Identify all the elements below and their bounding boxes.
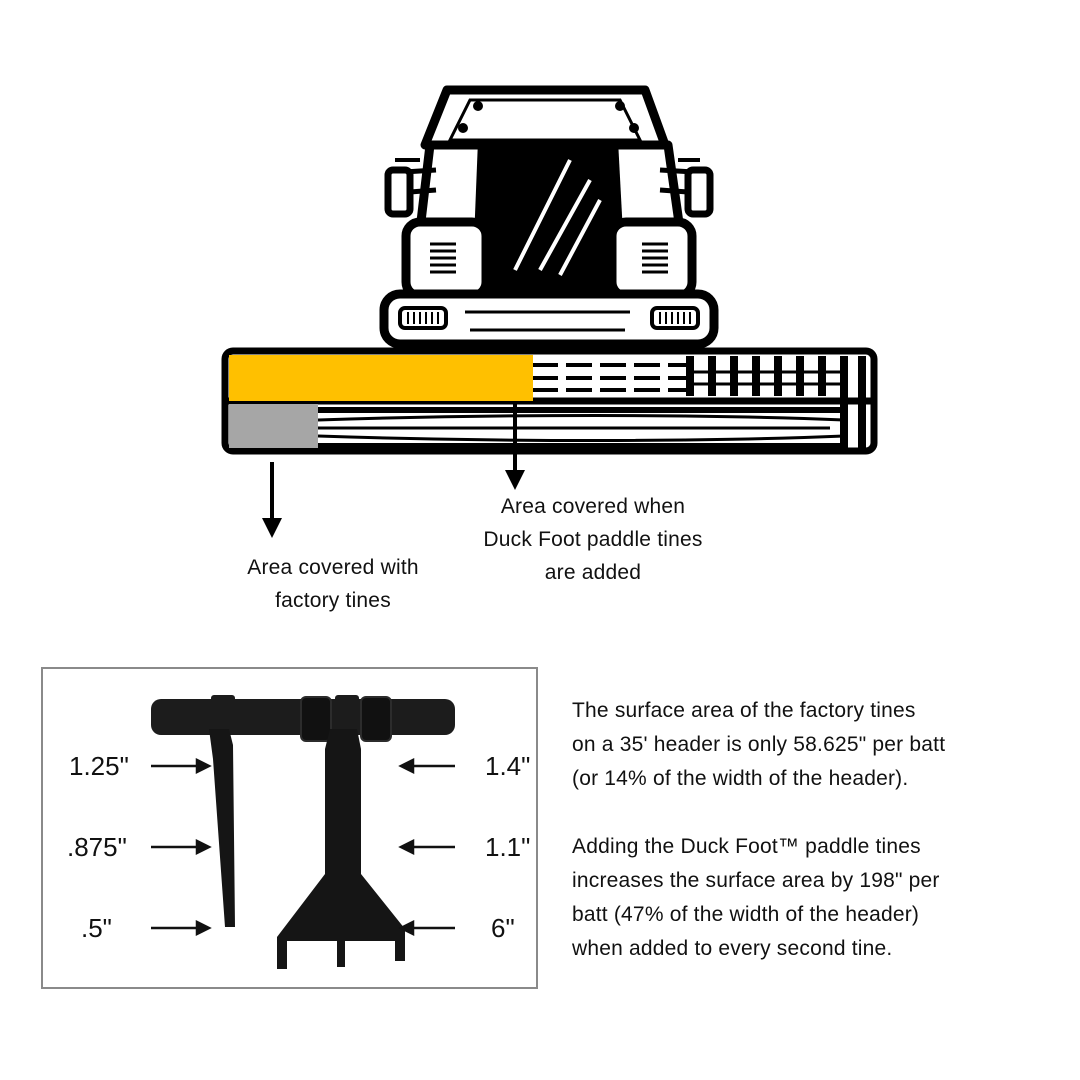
factory-tine-measure-middle: .875" <box>67 832 127 862</box>
description-line: The surface area of the factory tines <box>572 699 916 722</box>
factory-caption: Area covered with factory tines <box>228 551 438 617</box>
paddle-tine-icon <box>277 729 405 969</box>
arrow-icon <box>505 404 525 490</box>
paddle-tine-measure-top: 1.4" <box>485 751 531 781</box>
tines-image <box>151 695 455 969</box>
description-line: batt (47% of the width of the header) <box>572 903 920 926</box>
caption-line: Area covered with <box>247 556 419 579</box>
factory-coverage-area <box>229 404 318 448</box>
description-paragraph: Adding the Duck Foot™ paddle tines incre… <box>572 830 1022 966</box>
caption-line: Duck Foot paddle tines <box>483 528 703 551</box>
factory-tine-icon <box>209 729 235 927</box>
paddle-tine-measure-middle: 1.1" <box>485 832 531 862</box>
arrow-icon <box>398 757 455 937</box>
combine-harvester-icon <box>379 85 719 349</box>
description-paragraph: The surface area of the factory tines on… <box>572 694 1022 796</box>
arrow-icon <box>262 462 282 538</box>
description-line: increases the surface area by 198" per <box>572 869 940 892</box>
caption-line: are added <box>544 561 642 584</box>
paddle-tine-measure-bottom: 6" <box>491 913 515 943</box>
description-line: Adding the Duck Foot™ paddle tines <box>572 835 921 858</box>
tine-comparison-photo: 1.25" .875" .5" 1.4" 1.1" 6" <box>41 667 538 989</box>
description-line: (or 14% of the width of the header). <box>572 767 909 790</box>
factory-tine-measure-bottom: .5" <box>81 913 112 943</box>
description-line: on a 35' header is only 58.625" per batt <box>572 733 946 756</box>
arrow-icon <box>151 757 212 937</box>
combine-harvester-illustration <box>221 85 878 538</box>
description-line: when added to every second tine. <box>572 937 893 960</box>
caption-line: Area covered when <box>500 495 686 518</box>
factory-tine-measure-top: 1.25" <box>69 751 129 781</box>
description-text: The surface area of the factory tines on… <box>572 694 1022 1000</box>
duck-foot-coverage-area <box>229 355 533 401</box>
caption-line: factory tines <box>275 589 391 612</box>
duck-foot-caption: Area covered when Duck Foot paddle tines… <box>470 490 716 589</box>
